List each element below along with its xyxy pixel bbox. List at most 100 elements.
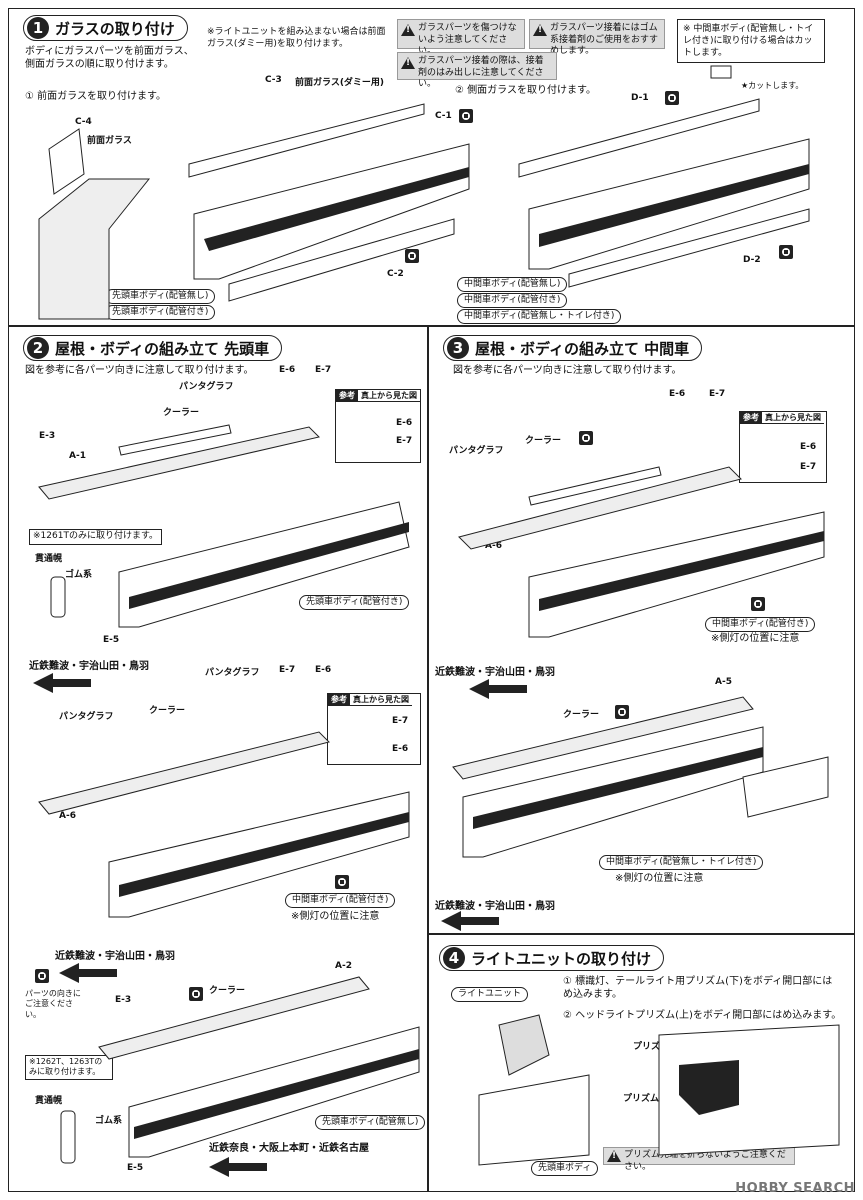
reference-header: 参考真上から見た図	[336, 390, 420, 402]
top-view-reference: 参考真上から見た図 E-6 E-7	[739, 411, 827, 483]
reference-tag: 参考	[336, 390, 358, 402]
top-view-reference: 参考真上から見た図 E-6 E-7	[335, 389, 421, 463]
step2-title-text: 屋根・ボディの組み立て 先頭車	[55, 339, 270, 358]
part-d2: D-2	[743, 255, 761, 265]
cut-glass-shape	[710, 65, 732, 79]
direction-icon	[665, 91, 679, 105]
roof-a5-shape	[452, 696, 754, 780]
warning-icon	[401, 24, 415, 37]
step3-title: 3 屋根・ボディの組み立て 中間車	[443, 335, 703, 361]
label-pantograph: パンタグラフ	[449, 446, 504, 456]
direction-icon	[35, 969, 49, 983]
side-glass-c2-shape	[228, 218, 455, 302]
lamp-note: ※側灯の位置に注意	[711, 633, 800, 644]
warning-3-text: ガラスパーツ接着の際は、接着剤のはみ出しに注意してください。	[418, 56, 544, 90]
label-rubber: ゴム系	[65, 570, 93, 580]
top-view-reference-2: 参考真上から見た図 E-7 E-6	[327, 693, 421, 765]
prism-label-1: プリズム	[633, 1042, 670, 1052]
ref-e7: E-7	[800, 462, 817, 472]
ref-e6: E-6	[800, 442, 817, 452]
roof-a2-shape	[98, 976, 370, 1060]
body-label-lead-nopipe: 先頭車ボディ(配管無し)	[105, 289, 216, 304]
body-label-mid-piped: 中間車ボディ(配管付き)	[285, 893, 396, 908]
body-front-shape	[478, 1074, 590, 1166]
route-label-3: 近鉄奈良・大阪上本町・近鉄名古屋	[209, 1143, 369, 1154]
lead-body-label: 先頭車ボディ	[531, 1161, 599, 1176]
lamp-note-2: ※側灯の位置に注意	[615, 873, 704, 884]
label-pantograph-3: パンタグラフ	[59, 712, 114, 722]
label-a6: A-6	[59, 811, 76, 821]
part-c3: C-3	[265, 75, 282, 85]
warning-icon	[607, 1150, 621, 1163]
direction-icon	[335, 875, 349, 889]
roof-a1-shape	[38, 426, 320, 500]
direction-icon	[779, 245, 793, 259]
lead-assembly-1-illustration	[38, 424, 410, 628]
lead-car-illustration	[38, 103, 470, 320]
lead-assembly-3-illustration	[98, 976, 420, 1158]
step1-title: 1 ガラスの取り付け	[23, 15, 188, 41]
mid-assembly-2-illustration	[452, 696, 829, 858]
mid-glass-d2-shape	[568, 208, 810, 288]
detail-inset-shape	[742, 756, 829, 818]
gangway-shape	[50, 576, 66, 618]
step1-number: 1	[27, 17, 49, 39]
route-label-1: 近鉄難波・宇治山田・鳥羽	[29, 661, 149, 672]
label-e7-2: E-7	[279, 665, 296, 675]
warning-1-text: ガラスパーツを傷つけないよう注意してください。	[418, 23, 517, 56]
label-e5: E-5	[103, 635, 120, 645]
light-unit-label: ライトユニット	[451, 987, 529, 1002]
direction-icon	[751, 597, 765, 611]
lead-body-2-stripe-shape	[129, 522, 409, 609]
body-label-mid-toilet: 中間車ボディ(配管無し・トイレ付き)	[599, 855, 764, 870]
cutaway-body-shape	[658, 1024, 840, 1156]
step4-number: 4	[443, 947, 465, 969]
note-1261: ※1261Tのみに取り付けます。	[29, 529, 163, 545]
light-unit-shape	[498, 1014, 550, 1076]
step4-title-text: ライトユニットの取り付け	[471, 949, 652, 968]
label-gangway: 貫通幌	[35, 554, 63, 564]
step4-panel: 4 ライトユニットの取り付け ① 標識灯、テールライト用プリズム(下)をボディ開…	[428, 934, 855, 1192]
label-e7: E-7	[315, 365, 332, 375]
light-unit-illustration	[478, 1014, 840, 1166]
step4-title: 4 ライトユニットの取り付け	[439, 945, 665, 971]
step1-title-text: ガラスの取り付け	[55, 19, 175, 38]
part-d1: D-1	[631, 93, 649, 103]
step2-intro: 図を参考に各パーツ向きに注意して取り付けます。	[25, 365, 254, 376]
warning-2-text: ガラスパーツ接着にはゴム系接着剤のご使用をおすすめします。	[550, 23, 659, 57]
label-pantograph-2: パンタグラフ	[205, 668, 260, 678]
label-a6: A-6	[485, 541, 502, 551]
ref-e6: E-6	[396, 418, 413, 428]
watermark: HOBBY SEARCH	[735, 1181, 855, 1196]
part-c4-name: 前面ガラス	[87, 136, 132, 146]
direction-icon	[615, 705, 629, 719]
route-label-1: 近鉄難波・宇治山田・鳥羽	[435, 667, 555, 678]
front-glass-part-shape	[48, 128, 85, 195]
label-e7: E-7	[709, 389, 726, 399]
side-glass-c1-shape	[188, 103, 425, 178]
cooler-shape	[118, 424, 232, 456]
prism-label-2: プリズム	[623, 1094, 660, 1104]
label-cooler: クーラー	[163, 408, 200, 418]
warning-2: ガラスパーツ接着にはゴム系接着剤のご使用をおすすめします。	[529, 19, 665, 56]
label-rubber-2: ゴム系	[95, 1116, 123, 1126]
part-c2: C-2	[387, 269, 404, 279]
step4-item2: ② ヘッドライトプリズム(上)をボディ開口部にはめ込みます。	[563, 1010, 842, 1021]
warning-icon	[401, 57, 415, 70]
body-label-lead-nopipe: 先頭車ボディ(配管無し)	[315, 1115, 426, 1130]
reference-header: 参考真上から見た図	[740, 412, 824, 424]
label-a1: A-1	[69, 451, 86, 461]
route-arrow-shape	[469, 679, 527, 699]
step3-number: 3	[447, 337, 469, 359]
step1-dummy-note: ※ライトユニットを組み込まない場合は前面ガラス(ダミー用)を取り付けます。	[207, 27, 386, 49]
mid-body-2-stripe-shape	[119, 812, 409, 897]
label-e3-2: E-3	[115, 995, 132, 1005]
route-arrow-shape	[209, 1157, 267, 1177]
direction-note: パーツの向きにご注意ください。	[25, 989, 81, 1019]
light-unit-installed-shape	[679, 1060, 739, 1115]
gangway-2-illustration	[60, 1110, 76, 1164]
prism-warning-text: プリズム先端を折らないようご注意ください。	[624, 1150, 786, 1172]
step2-panel: 2 屋根・ボディの組み立て 先頭車 図を参考に各パーツ向きに注意して取り付けます…	[8, 326, 428, 1192]
lamp-note: ※側灯の位置に注意	[291, 911, 380, 922]
label-pantograph: パンタグラフ	[179, 382, 234, 392]
